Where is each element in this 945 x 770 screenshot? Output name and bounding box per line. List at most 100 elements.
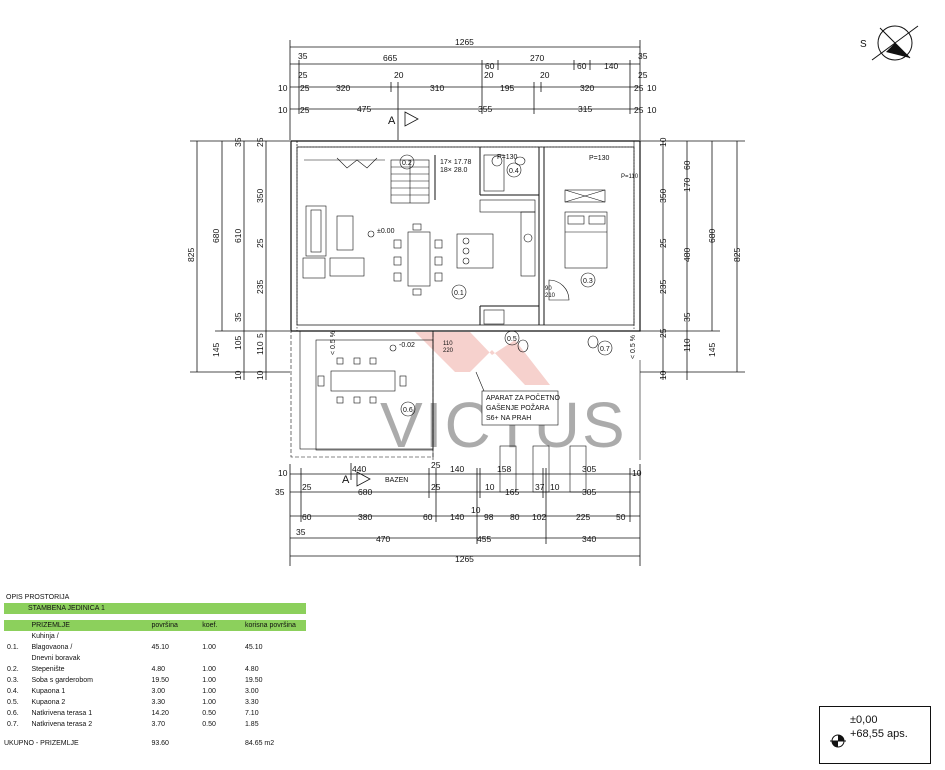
svg-text:APARAT ZA POČETNO: APARAT ZA POČETNO bbox=[486, 393, 560, 402]
svg-text:25: 25 bbox=[302, 482, 312, 492]
svg-text:210: 210 bbox=[545, 293, 556, 299]
svg-text:235: 235 bbox=[255, 280, 265, 294]
top-dimension-labels: 1265 35 665 60 270 60 140 35 25 25 10 25… bbox=[278, 37, 657, 115]
room-0.6: 0.6 bbox=[400, 401, 416, 417]
terrace bbox=[290, 330, 641, 460]
svg-text:60: 60 bbox=[302, 512, 312, 522]
bottom-dimensions bbox=[289, 464, 641, 566]
svg-text:GAŠENJE POŽARA: GAŠENJE POŽARA bbox=[486, 403, 550, 412]
svg-text:35: 35 bbox=[682, 312, 692, 322]
svg-text:235: 235 bbox=[658, 280, 668, 294]
level-marker-icon bbox=[830, 734, 846, 748]
north-label: S bbox=[860, 39, 867, 50]
svg-text:680: 680 bbox=[707, 229, 717, 243]
right-dimension-labels: 825 680 350 480 235 25 35 145 110 25 10 … bbox=[658, 137, 742, 380]
svg-text:455: 455 bbox=[477, 534, 491, 544]
level-marker-terrace: -0.02 bbox=[389, 342, 415, 352]
level-marker-interior: ±0.00 bbox=[367, 228, 395, 238]
svg-text:35: 35 bbox=[638, 51, 648, 61]
svg-text:60: 60 bbox=[423, 512, 433, 522]
svg-text:355: 355 bbox=[478, 104, 492, 114]
svg-text:10: 10 bbox=[471, 505, 481, 515]
svg-text:A: A bbox=[342, 474, 350, 486]
svg-text:25: 25 bbox=[255, 238, 265, 248]
room-0.7: 0.7 bbox=[597, 340, 613, 356]
section-marker-top: A bbox=[388, 111, 419, 140]
overall-width-bottom: 1265 bbox=[455, 554, 474, 564]
schedule-unit-bar: STAMBENA JEDINICA 1 bbox=[4, 603, 306, 614]
svg-text:35: 35 bbox=[233, 137, 243, 147]
schedule-total: UKUPNO - PRIZEMLJE 93.60 84.65 m2 bbox=[4, 738, 306, 749]
svg-text:10: 10 bbox=[278, 83, 288, 93]
svg-text:S6+ NA PRAH: S6+ NA PRAH bbox=[486, 415, 531, 422]
svg-text:35: 35 bbox=[296, 527, 306, 537]
schedule-header-bar: PRIZEMLJE površina koef. korisna površin… bbox=[4, 620, 306, 631]
svg-text:195: 195 bbox=[500, 83, 514, 93]
svg-text:0.4: 0.4 bbox=[509, 168, 519, 175]
svg-text:610: 610 bbox=[233, 229, 243, 243]
svg-text:680: 680 bbox=[358, 487, 372, 497]
level-absolute: +68,55 aps. bbox=[850, 728, 908, 740]
svg-text:170: 170 bbox=[682, 178, 692, 192]
svg-text:25: 25 bbox=[658, 328, 668, 338]
left-dimensions bbox=[190, 140, 290, 380]
living-furniture bbox=[302, 157, 536, 296]
header-coef: koef. bbox=[202, 622, 218, 629]
svg-text:5: 5 bbox=[255, 333, 265, 338]
svg-text:110: 110 bbox=[443, 341, 453, 347]
watermark-logo bbox=[415, 332, 550, 385]
svg-text:225: 225 bbox=[576, 512, 590, 522]
svg-text:440: 440 bbox=[352, 464, 366, 474]
section-marker-bottom: A BAZEN bbox=[342, 463, 408, 487]
right-dimensions bbox=[640, 140, 745, 380]
level-legend-box: ±0,00 +68,55 aps. bbox=[819, 706, 931, 764]
svg-text:110: 110 bbox=[682, 338, 692, 352]
svg-text:< 0.5 %: < 0.5 % bbox=[330, 331, 337, 355]
svg-text:10: 10 bbox=[255, 370, 265, 380]
svg-text:825: 825 bbox=[186, 248, 196, 262]
svg-text:105: 105 bbox=[233, 336, 243, 350]
svg-text:315: 315 bbox=[578, 104, 592, 114]
bottom-dimension-labels: 10 440 25 140 158 305 10 35 25 680 25 10… bbox=[275, 460, 642, 564]
svg-text:-0.02: -0.02 bbox=[399, 342, 415, 349]
svg-text:35: 35 bbox=[233, 312, 243, 322]
svg-text:98: 98 bbox=[484, 512, 494, 522]
svg-text:310: 310 bbox=[430, 83, 444, 93]
svg-text:320: 320 bbox=[580, 83, 594, 93]
svg-text:80: 80 bbox=[510, 512, 520, 522]
top-dimensions bbox=[289, 40, 641, 140]
room-0.3: 0.3 bbox=[580, 272, 596, 288]
svg-text:35: 35 bbox=[275, 487, 285, 497]
svg-text:0.5: 0.5 bbox=[507, 336, 517, 343]
svg-text:10: 10 bbox=[632, 468, 642, 478]
svg-text:665: 665 bbox=[383, 53, 397, 63]
svg-text:680: 680 bbox=[211, 229, 221, 243]
svg-text:10: 10 bbox=[233, 370, 243, 380]
total-label: UKUPNO - PRIZEMLJE bbox=[4, 740, 79, 747]
pool-label: BAZEN bbox=[385, 477, 408, 484]
svg-text:305: 305 bbox=[582, 487, 596, 497]
header-level: PRIZEMLJE bbox=[31, 622, 70, 629]
svg-text:220: 220 bbox=[443, 348, 454, 354]
svg-text:25: 25 bbox=[300, 83, 310, 93]
svg-text:60: 60 bbox=[485, 61, 495, 71]
north-arrow: S bbox=[860, 25, 919, 61]
svg-text:380: 380 bbox=[358, 512, 372, 522]
svg-text:25: 25 bbox=[634, 105, 644, 115]
svg-text:20: 20 bbox=[484, 70, 494, 80]
svg-text:60: 60 bbox=[577, 61, 587, 71]
stairs bbox=[390, 159, 430, 204]
svg-text:475: 475 bbox=[357, 104, 371, 114]
svg-text:P=110: P=110 bbox=[621, 174, 639, 180]
svg-text:18× 28.0: 18× 28.0 bbox=[440, 167, 468, 174]
svg-text:25: 25 bbox=[634, 83, 644, 93]
left-dimension-labels: 825 680 35 350 610 25 235 35 145 105 5 1… bbox=[186, 137, 265, 380]
room-0.5: 0.5 bbox=[504, 330, 520, 346]
bathroom-fixtures bbox=[483, 154, 599, 353]
svg-text:0.2: 0.2 bbox=[402, 160, 412, 167]
